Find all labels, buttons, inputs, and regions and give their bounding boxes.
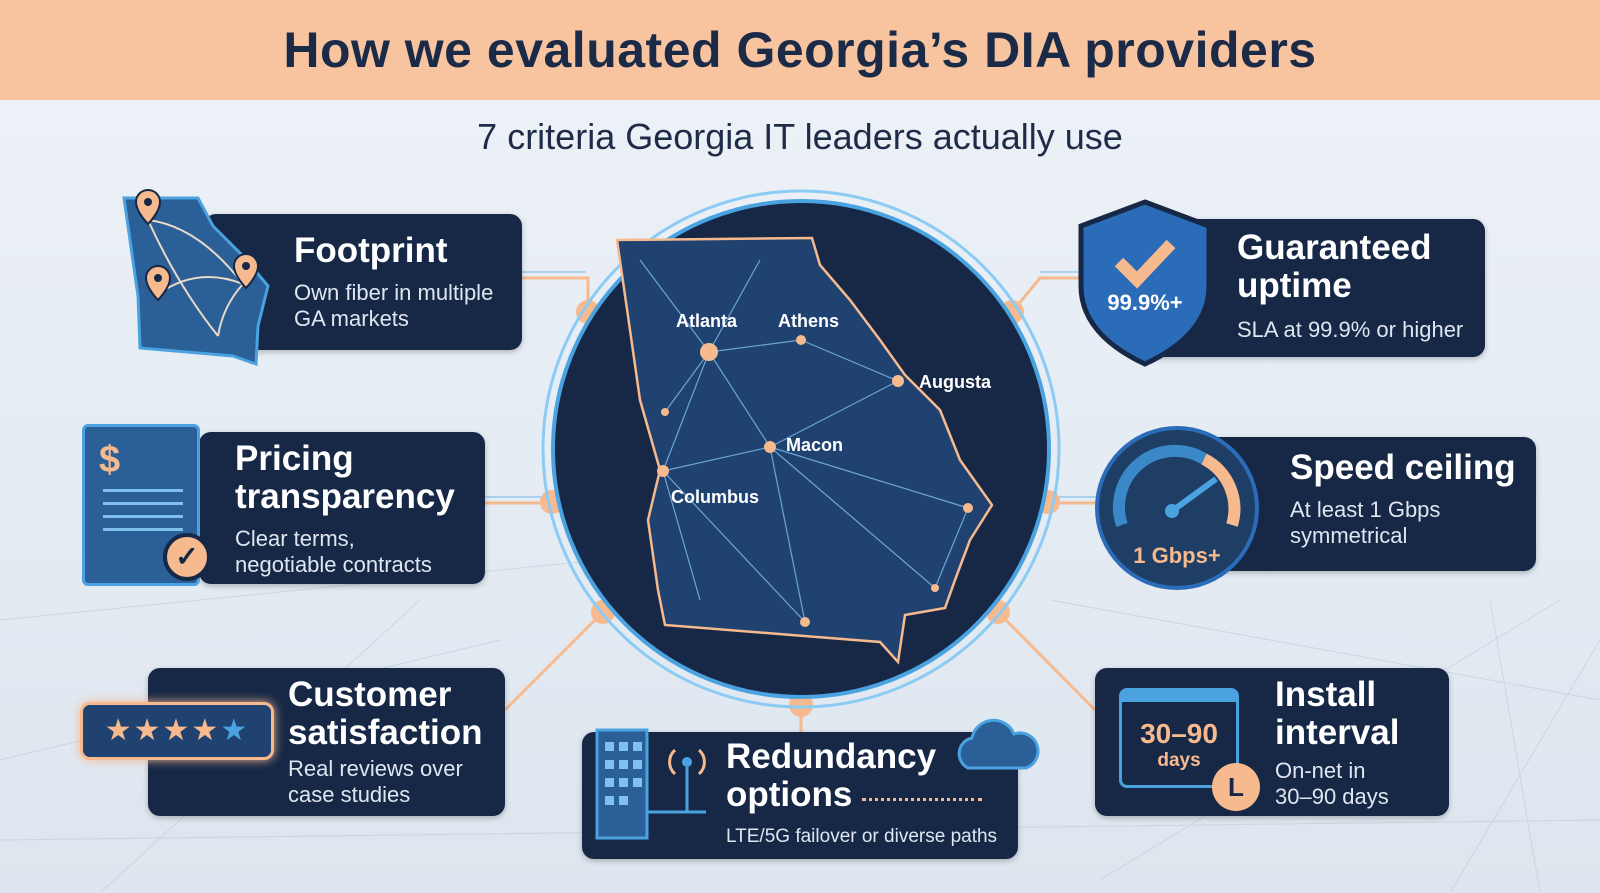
- criterion-desc: symmetrical: [1290, 523, 1408, 548]
- criterion-title: uptime: [1237, 266, 1352, 305]
- criterion-desc: negotiable contracts: [235, 552, 432, 577]
- criterion-title: Guaranteed: [1237, 228, 1432, 267]
- check-icon: ✓: [163, 533, 211, 581]
- speed-badge: 1 Gbps+: [1133, 543, 1220, 568]
- criterion-desc: On-net in: [1275, 758, 1366, 783]
- speedometer-icon: 1 Gbps+: [1095, 426, 1259, 590]
- criterion-title: options: [726, 775, 853, 814]
- criterion-desc: At least 1 Gbps: [1290, 497, 1441, 522]
- city-label-athens: Athens: [778, 311, 839, 331]
- criterion-desc: SLA at 99.9% or higher: [1237, 317, 1464, 342]
- star-rating-bubble-icon: ★★★★★: [80, 702, 274, 760]
- cloud-icon: [957, 718, 1040, 770]
- criterion-title: Footprint: [294, 231, 448, 270]
- criterion-title: Speed ceiling: [1290, 448, 1516, 487]
- criterion-title: interval: [1275, 713, 1400, 752]
- criterion-desc: 30–90 days: [1275, 784, 1389, 809]
- building-antenna-icon: [595, 728, 706, 840]
- criterion-pricing-transparency: Pricing transparency Clear terms, negoti…: [199, 432, 485, 584]
- city-label-columbus: Columbus: [671, 487, 759, 507]
- page-title: How we evaluated Georgia’s DIA providers: [283, 22, 1317, 78]
- install-badge-unit: days: [1157, 750, 1201, 771]
- criterion-desc: GA markets: [294, 306, 409, 331]
- criterion-speed-ceiling: Speed ceiling At least 1 Gbps symmetrica…: [1194, 437, 1536, 571]
- city-label-augusta: Augusta: [919, 372, 992, 392]
- criterion-desc: case studies: [288, 782, 411, 807]
- dollar-sign: $: [99, 439, 121, 481]
- page-subtitle: 7 criteria Georgia IT leaders actually u…: [477, 116, 1123, 157]
- criterion-desc: Real reviews over: [288, 756, 463, 781]
- criterion-title: Redundancy: [726, 737, 937, 776]
- criterion-title: satisfaction: [288, 713, 483, 752]
- criterion-desc: Own fiber in multiple: [294, 280, 494, 305]
- city-label-atlanta: Atlanta: [676, 311, 738, 331]
- header-banner: How we evaluated Georgia’s DIA providers: [0, 0, 1600, 100]
- city-node-atlanta: [700, 343, 718, 361]
- criterion-desc: LTE/5G failover or diverse paths: [726, 826, 998, 847]
- criterion-title: transparency: [235, 477, 455, 516]
- uptime-badge: 99.9%+: [1107, 290, 1182, 315]
- criterion-redundancy-options: Redundancy options LTE/5G failover or di…: [582, 732, 1018, 859]
- shield-check-icon: 99.9%+: [1078, 199, 1212, 367]
- criterion-title: Install: [1275, 675, 1377, 714]
- city-label-macon: Macon: [786, 435, 843, 455]
- georgia-map-pins-icon: [122, 188, 270, 367]
- calendar-clock-icon: 30–90 days L: [1119, 688, 1260, 811]
- clock-icon: L: [1212, 763, 1260, 811]
- criterion-install-interval: Install interval On-net in 30–90 days 30…: [1095, 668, 1449, 816]
- dotted-path: [862, 798, 982, 801]
- criterion-title: Pricing: [235, 439, 354, 478]
- install-badge: 30–90: [1140, 718, 1218, 749]
- contract-dollar-check-icon: $ ✓: [82, 424, 211, 586]
- criterion-desc: Clear terms,: [235, 526, 355, 551]
- criterion-title: Customer: [288, 675, 452, 714]
